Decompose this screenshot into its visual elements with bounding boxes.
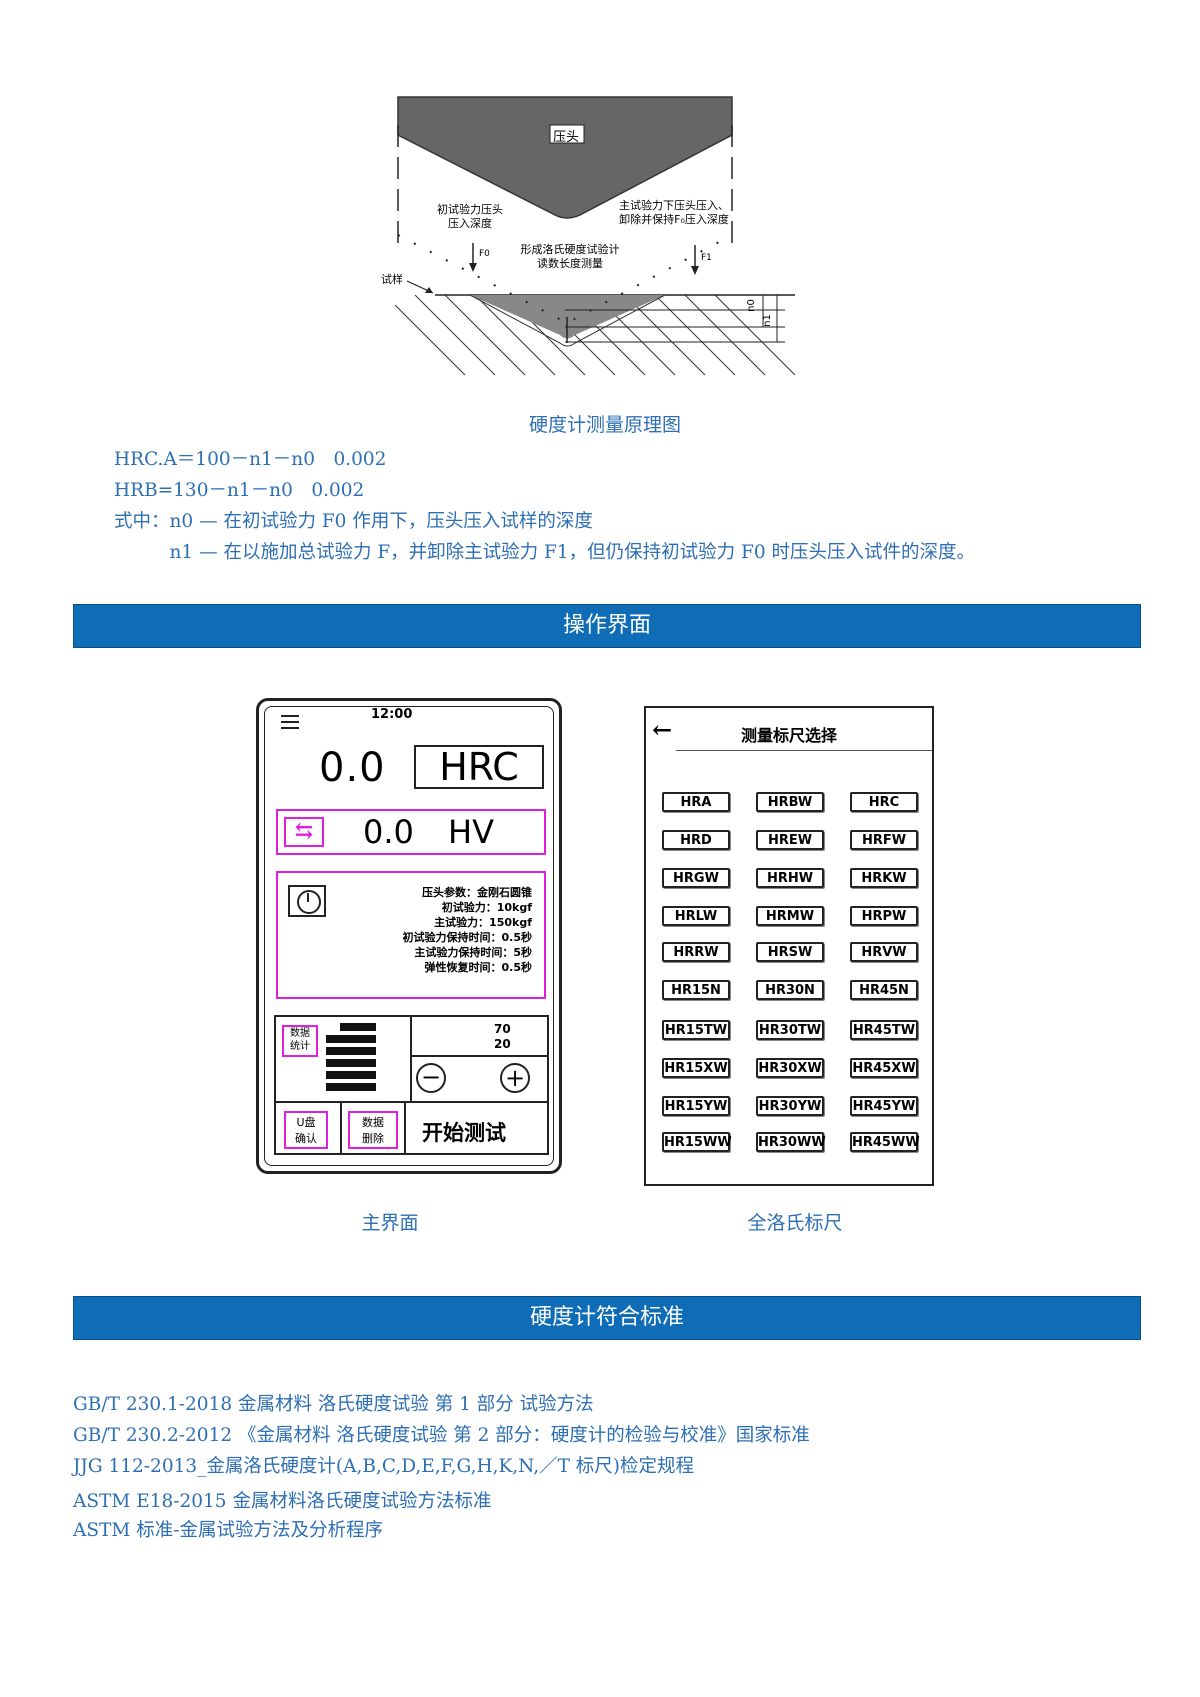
indenter-label: 压头: [553, 130, 580, 145]
scale-option-hrvw[interactable]: HRVW: [850, 942, 918, 962]
scale-option-hrkw[interactable]: HRKW: [850, 868, 918, 888]
scale-option-hr15ww[interactable]: HR15WW: [662, 1132, 732, 1152]
scale-option-hrew[interactable]: HREW: [756, 830, 824, 850]
scale-option-hr15xw[interactable]: HR15XW: [662, 1058, 730, 1078]
param-main-force: 主试验力：150kgf: [434, 916, 532, 929]
param-indenter: 压头参数：金刚石圆锥: [422, 886, 532, 899]
scale-option-hrd[interactable]: HRD: [662, 830, 730, 850]
n0-label: n0: [745, 299, 757, 312]
scale-grid: HRA HRBW HRC HRD HREW HRFW HRGW HRHW HRKW HRLW HRM…: [646, 708, 932, 1184]
scale-option-hr30xw[interactable]: HR30XW: [756, 1058, 824, 1078]
hv-panel: ⇆ 0.0 HV: [276, 809, 546, 855]
data-bars-icon: [326, 1023, 376, 1091]
diagram-caption: 硬度计测量原理图: [528, 414, 681, 436]
scale-option-hrgw[interactable]: HRGW: [662, 868, 730, 888]
scale-option-hr45n[interactable]: HR45N: [850, 980, 918, 1000]
scale-option-hr30yw[interactable]: HR30YW: [756, 1096, 824, 1116]
scale-option-hr30n[interactable]: HR30N: [756, 980, 824, 1000]
scale-option-hr45yw[interactable]: HR45YW: [850, 1096, 918, 1116]
formula-n0-definition: 式中：n0 — 在初试验力 F0 作用下，压头压入试样的深度: [114, 511, 593, 532]
hv-value: 0.0: [363, 813, 414, 851]
standard-astm-methods: ASTM 标准-金属试验方法及分析程序: [73, 1520, 383, 1541]
stats-button[interactable]: 数据 统计: [282, 1025, 318, 1057]
scale-option-hrbw[interactable]: HRBW: [756, 792, 824, 812]
indentation-area: [470, 295, 665, 339]
scale-option-hrhw[interactable]: HRHW: [756, 868, 824, 888]
scale-option-hrlw[interactable]: HRLW: [662, 906, 730, 926]
standard-gbt-230-2: GB/T 230.2-2012 《金属材料 洛氏硬度试验 第 2 部分：硬度计的…: [73, 1425, 810, 1446]
sample-label: 试样: [381, 273, 403, 286]
main-screen-caption: 主界面: [361, 1212, 419, 1234]
n1-label: n1: [761, 314, 773, 327]
scale-option-hrsw[interactable]: HRSW: [756, 942, 824, 962]
scale-option-hr45tw[interactable]: HR45TW: [850, 1020, 918, 1040]
reading-length-label: 形成洛氏硬度试验计 读数长度测量: [520, 243, 620, 270]
scale-option-hr30ww[interactable]: HR30WW: [756, 1132, 826, 1152]
back-arrow-icon[interactable]: ←: [652, 715, 673, 744]
scale-option-hr45ww[interactable]: HR45WW: [850, 1132, 920, 1152]
diagram-svg: [395, 96, 795, 376]
standard-jjg-112: JJG 112-2013_金属洛氏硬度计(A,B,C,D,E,F,G,H,K,N…: [73, 1456, 695, 1477]
scale-screen-caption: 全洛氏标尺: [747, 1212, 843, 1234]
start-test-button[interactable]: 开始测试: [422, 1121, 506, 1145]
delete-data-button[interactable]: 数据 删除: [348, 1111, 398, 1149]
indentation-diagram: 压头 初试验力压头 压入深度 主试验力下压头压入、 卸除并保持F₀压入深度 形成…: [381, 95, 855, 385]
convert-icon[interactable]: ⇆: [284, 817, 324, 847]
scale-option-hr15tw[interactable]: HR15TW: [662, 1020, 730, 1040]
standard-gbt-230-1: GB/T 230.1-2018 金属材料 洛氏硬度试验 第 1 部分 试验方法: [73, 1394, 594, 1415]
formula-n1-definition: n1 — 在以施加总试验力 F，并卸除主试验力 F1，但仍保持初试验力 F0 时…: [114, 542, 976, 563]
initial-force-depth-label: 初试验力压头 压入深度: [437, 203, 503, 230]
scale-option-hrrw[interactable]: HRRW: [662, 942, 730, 962]
scale-option-hrfw[interactable]: HRFW: [850, 830, 918, 850]
section-operation-header: 操作界面: [73, 604, 1141, 648]
formula-hrc: HRC.A＝100－n1－n0 0.002: [114, 449, 387, 470]
timer-icon[interactable]: [288, 885, 326, 917]
hv-unit: HV: [448, 813, 494, 851]
param-recovery-time: 弹性恢复时间：0.5秒: [424, 961, 533, 974]
bottom-panel: 数据 统计 70 20 − + U盘 确认 数据 删除 开始测试: [274, 1015, 549, 1155]
f0-label: F0: [479, 249, 490, 259]
scale-option-hrc[interactable]: HRC: [850, 792, 918, 812]
param-initial-force: 初试验力：10kgf: [441, 901, 532, 914]
minus-button[interactable]: −: [416, 1063, 446, 1093]
scale-option-hr15yw[interactable]: HR15YW: [662, 1096, 730, 1116]
counter-top: 70: [494, 1022, 511, 1036]
scale-option-hra[interactable]: HRA: [662, 792, 730, 812]
counter-bottom: 20: [494, 1037, 511, 1051]
section-standards-header: 硬度计符合标准: [73, 1296, 1141, 1340]
param-main-hold-time: 主试验力保持时间：5秒: [414, 946, 532, 959]
main-force-depth-label: 主试验力下压头压入、 卸除并保持F₀压入深度: [619, 199, 729, 226]
menu-icon[interactable]: [281, 715, 299, 729]
scale-option-hr30tw[interactable]: HR30TW: [756, 1020, 824, 1040]
indenter-shape: [397, 96, 733, 219]
usb-confirm-button[interactable]: U盘 确认: [284, 1111, 328, 1149]
param-initial-hold-time: 初试验力保持时间：0.5秒: [402, 931, 533, 944]
plus-button[interactable]: +: [500, 1063, 530, 1093]
scale-option-hrpw[interactable]: HRPW: [850, 906, 918, 926]
scale-screen-title: 测量标尺选择: [740, 726, 837, 745]
scale-display[interactable]: HRC: [414, 745, 544, 789]
clock-time: 12:00: [371, 707, 413, 722]
scale-option-hr15n[interactable]: HR15N: [662, 980, 730, 1000]
scale-option-hr45xw[interactable]: HR45XW: [850, 1058, 918, 1078]
formula-hrb: HRB=130－n1－n0 0.002: [114, 480, 365, 501]
standard-astm-e18: ASTM E18-2015 金属材料洛氏硬度试验方法标准: [73, 1491, 492, 1512]
f1-label: F1: [701, 253, 712, 263]
main-screen: 12:00 0.0 HRC ⇆ 0.0 HV 压头参数：金刚石圆锥 初试验力：1…: [256, 698, 562, 1174]
params-panel: 压头参数：金刚石圆锥 初试验力：10kgf 主试验力：150kgf 初试验力保持…: [276, 871, 546, 999]
hardness-value: 0.0: [319, 745, 386, 791]
scale-option-hrmw[interactable]: HRMW: [756, 906, 824, 926]
